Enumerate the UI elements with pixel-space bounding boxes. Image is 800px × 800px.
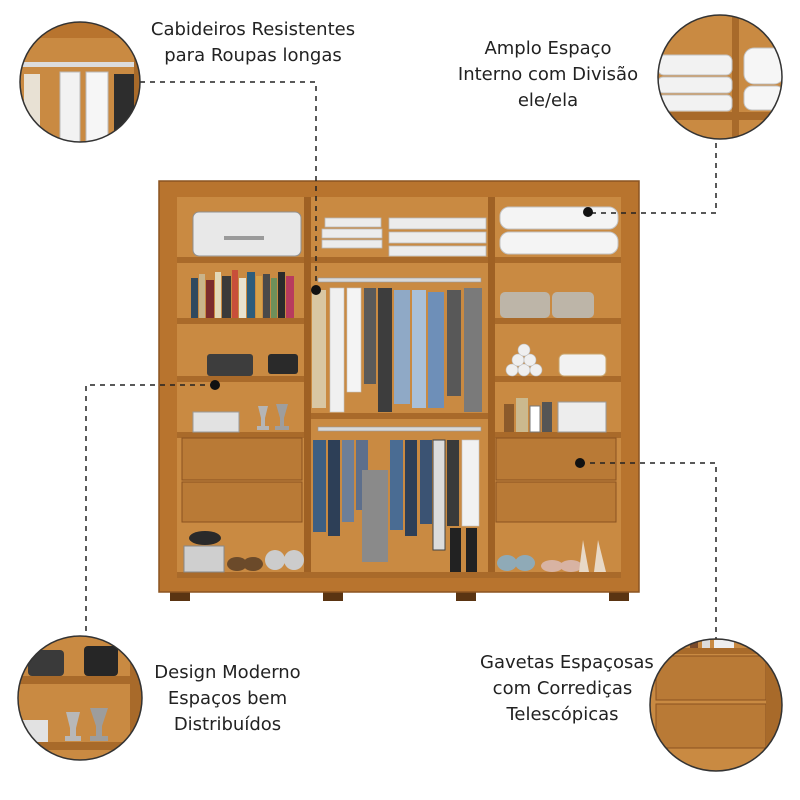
callout-hangers-line-2: para Roupas longas: [164, 45, 342, 66]
callout-interior-space: Amplo Espaço Interno com Divisão ele/ela: [438, 36, 658, 114]
zoom-circle-shelves: [17, 635, 143, 761]
callout-design-line-3: Distribuídos: [173, 714, 282, 735]
callout-hangers-line-1: Cabideiros Resistentes: [150, 19, 356, 40]
callout-design: Design Moderno Espaços bem Distribuídos: [145, 660, 310, 738]
callout-design-line-2: Espaços bem: [167, 688, 288, 709]
callout-hangers: Cabideiros Resistentes para Roupas longa…: [138, 17, 368, 69]
callout-drawers-line-3: Telescópicas: [506, 704, 619, 725]
zoom-circle-hangers: [19, 21, 141, 143]
callout-interior-line-2: Interno com Divisão: [457, 64, 639, 85]
callout-lines: [85, 81, 717, 640]
callout-interior-line-3: ele/ela: [517, 90, 579, 111]
callout-drawers: Gavetas Espaçosas com Corrediças Telescó…: [480, 650, 654, 728]
callout-drawers-line-2: com Corrediças: [492, 678, 633, 699]
callout-dots: [210, 207, 593, 468]
callout-interior-line-1: Amplo Espaço: [484, 38, 612, 59]
zoom-circle-towels: [657, 14, 783, 140]
zoom-circle-drawers: [649, 638, 783, 772]
wardrobe-contents: [183, 206, 619, 573]
callout-design-line-1: Design Moderno: [154, 662, 301, 683]
callout-drawers-line-1: Gavetas Espaçosas: [480, 652, 654, 673]
